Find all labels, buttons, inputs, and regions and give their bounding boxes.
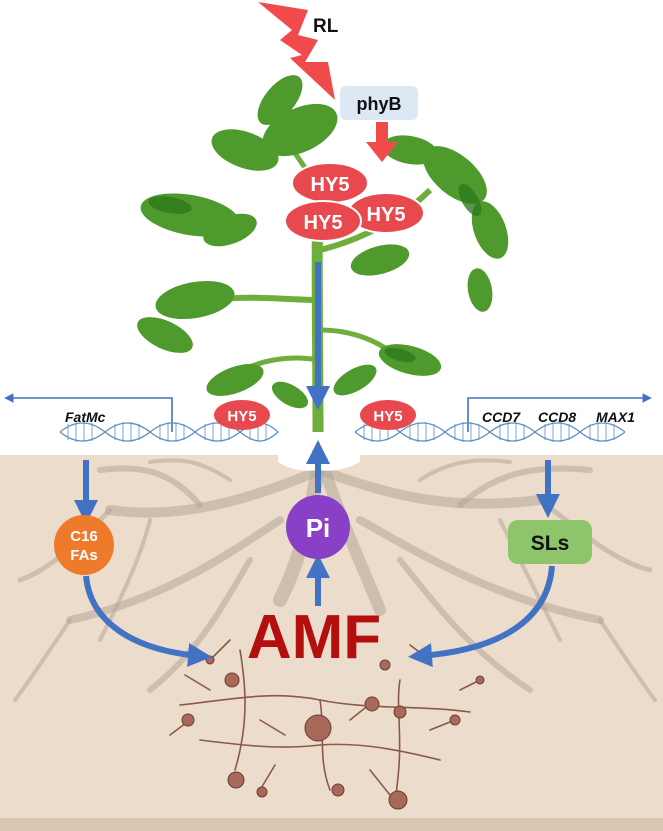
fas-to-amf-arrow	[83, 575, 212, 667]
phyb-box	[340, 86, 418, 120]
pi-label: Pi	[306, 513, 331, 543]
soil-bottom-edge	[0, 818, 663, 831]
left-gene-module: HY5 FatMc	[4, 393, 279, 442]
amf-label: AMF	[247, 603, 381, 672]
sls-to-amf-arrow	[408, 565, 555, 668]
hy5-node	[284, 200, 362, 242]
fas-label: FAs	[70, 547, 98, 564]
ccd7-gene-label: CCD7	[482, 409, 521, 425]
ccd8-gene-label: CCD8	[538, 409, 576, 425]
hy5-promoter-right	[360, 400, 416, 430]
hy5-label: HY5	[311, 174, 350, 196]
hy5-cluster: HY5 HY5 HY5	[284, 162, 425, 242]
plant	[137, 75, 509, 433]
max1-gene-label: MAX1	[596, 409, 635, 425]
red-light-bolt-icon	[258, 2, 335, 100]
sls-node	[508, 520, 592, 564]
hy5-promoter-right-label: HY5	[373, 408, 402, 425]
hy5-label: HY5	[367, 204, 406, 226]
phyb-label: phyB	[357, 94, 402, 114]
pi-node	[286, 495, 350, 559]
amf-spores	[181, 655, 485, 810]
hy5-label: HY5	[304, 212, 343, 234]
right-gene-module: HY5 CCD7 CCD8 MAX1	[354, 393, 652, 442]
c16-label: C16	[70, 528, 98, 545]
sls-label: SLs	[531, 532, 570, 555]
fatmc-gene-label: FatMc	[65, 409, 106, 425]
hy5-promoter-left	[214, 400, 270, 430]
hy5-promoter-left-label: HY5	[227, 408, 256, 425]
phyb-to-hy5-arrow	[366, 122, 398, 162]
rl-label: RL	[313, 16, 339, 37]
c16-fas-node	[54, 515, 114, 575]
